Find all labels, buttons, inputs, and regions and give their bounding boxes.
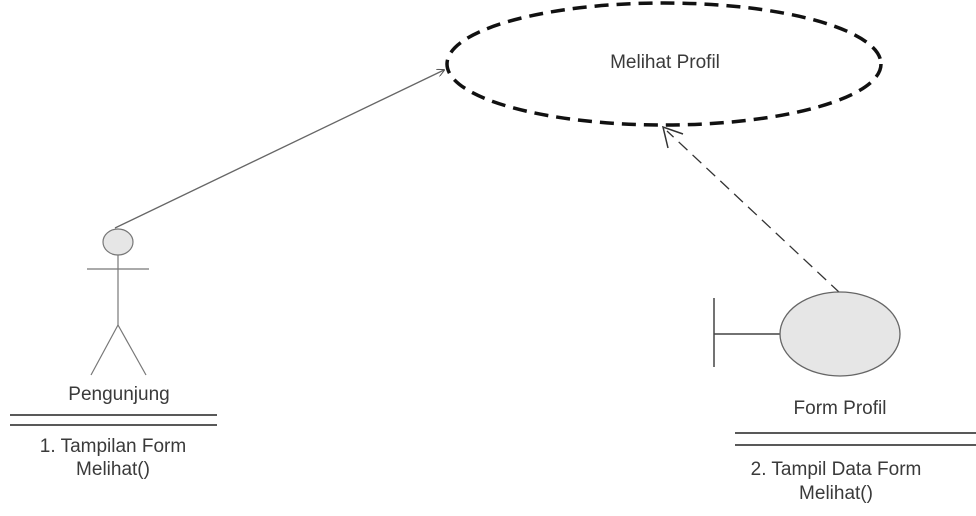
actor-right-leg <box>117 324 147 376</box>
boundary-circle <box>779 291 901 377</box>
actor-pengunjung-figure[interactable] <box>87 228 149 376</box>
association-line <box>114 70 444 229</box>
actor-name: Pengunjung <box>68 384 170 405</box>
boundary-form-profil[interactable] <box>713 291 901 377</box>
boundary-operation-line2: Melihat() <box>799 483 873 504</box>
dependency-arrowhead <box>661 125 684 149</box>
actor-head <box>102 228 134 256</box>
actor-operation-line2: Melihat() <box>76 459 150 480</box>
usecase-label: Melihat Profil <box>610 52 720 73</box>
boundary-operation-line1: 2. Tampil Data Form <box>750 459 922 480</box>
actor-left-leg <box>90 324 119 376</box>
actor-operation-line1: 1. Tampilan Form <box>39 436 187 457</box>
boundary-name: Form Profil <box>793 398 887 419</box>
usecase-melihat-profil[interactable] <box>445 1 883 127</box>
dependency-line <box>666 130 841 294</box>
